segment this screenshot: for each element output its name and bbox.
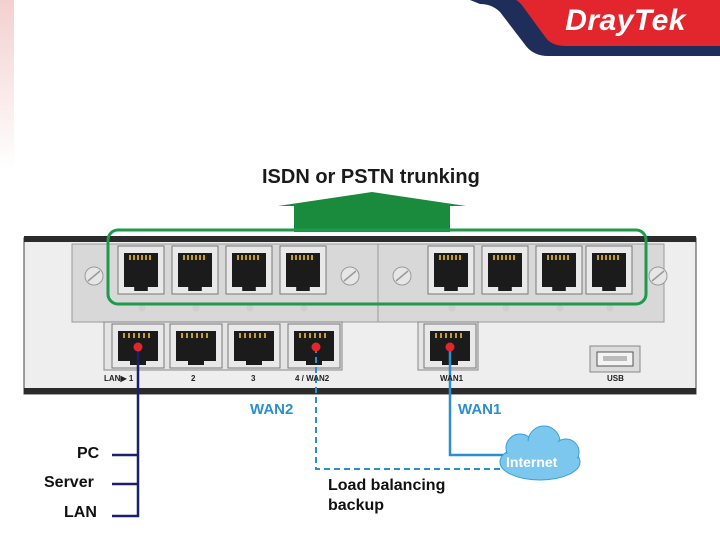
brand-logo: DrayTek [565,4,686,37]
internet-label: Internet [506,454,558,470]
isdn-socket-2 [171,245,219,295]
chassis-bottom-bar [24,388,696,394]
lan-socket-2 [169,323,223,369]
lan-socket-3 [227,323,281,369]
usb-port-label: USB [607,374,624,383]
isdn-led [138,304,146,312]
isdn-socket-8 [585,245,633,295]
device-label-pc: PC [77,445,100,462]
trunk-arrow [278,192,466,232]
chassis-top-bar [24,236,696,242]
wan2-label: WAN2 [250,401,294,418]
load-balancing-line-1: Load balancing [328,477,446,494]
lan-cable [112,347,140,518]
isdn-led [448,304,456,312]
side-fade [0,0,14,170]
isdn-socket-6 [481,245,529,295]
isdn-led [502,304,510,312]
isdn-led [246,304,254,312]
isdn-socket-7 [535,245,583,295]
isdn-socket-1 [117,245,165,295]
load-balancing-line-2: backup [328,497,385,514]
wan1-label: WAN1 [458,401,502,418]
isdn-led [556,304,564,312]
lan-port-label-4: 4 / WAN2 [295,374,330,383]
isdn-led [606,304,614,312]
isdn-socket-5 [427,245,475,295]
trunk-highlight [106,228,648,306]
isdn-socket-4 [279,245,327,295]
wan1-port-label: WAN1 [440,374,464,383]
isdn-socket-3 [225,245,273,295]
banner-red-inner [516,0,720,46]
wan1-cable [448,347,510,457]
wan2-port-dot [311,342,321,352]
diagram-title: ISDN or PSTN trunking [262,166,480,188]
lan-port-label-3: 3 [251,374,256,383]
device-label-server: Server [44,474,94,491]
lan-port-label-2: 2 [191,374,196,383]
lan-port-dot [133,342,143,352]
isdn-led [300,304,308,312]
device-label-lan: LAN [64,504,97,521]
internet-cloud-icon [499,425,581,481]
isdn-socket-row [117,245,633,312]
lan-port-label-1: LAN▶ 1 [104,374,134,383]
wan1-port-dot [445,342,455,352]
load-balancing-note: Load balancing backup [328,476,445,516]
isdn-led [192,304,200,312]
wan2-cable [315,347,520,470]
brand-banner [0,0,720,56]
